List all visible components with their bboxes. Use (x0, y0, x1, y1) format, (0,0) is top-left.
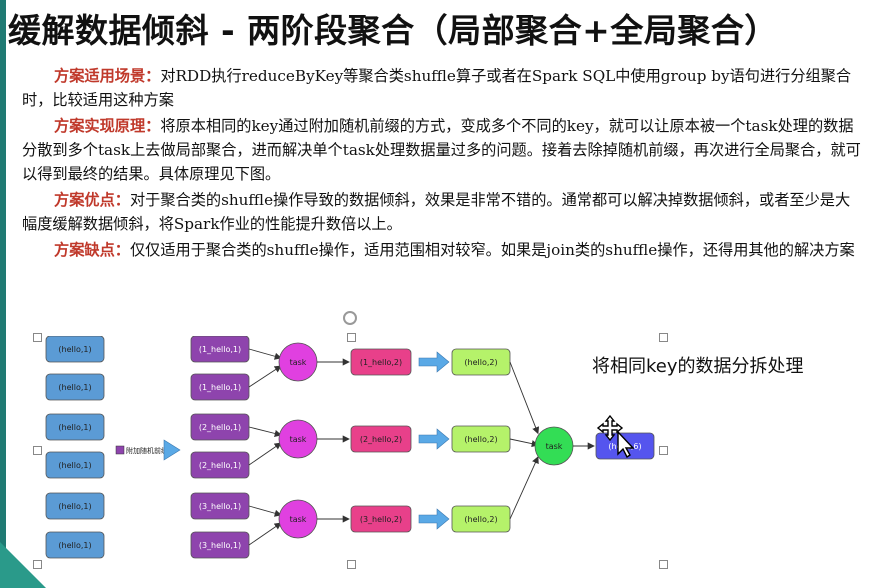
transform-arrow-icon (418, 351, 450, 373)
resize-handle-icon[interactable] (659, 446, 668, 455)
input-box (45, 451, 105, 479)
prefix-legend-swatch (115, 445, 125, 455)
flow-arrow (248, 365, 282, 388)
section-text: 将原本相同的key通过附加随机前缀的方式，变成多个不同的key，就可以让原本被一… (22, 117, 861, 183)
two-stage-aggregation-diagram[interactable]: (hello,1) (hello,1) (hello,1) (hello,1) (hel… (36, 336, 666, 566)
section-label: 方案实现原理： (54, 117, 161, 135)
transform-arrow-icon (418, 428, 450, 450)
resize-handle-icon[interactable] (347, 560, 356, 569)
prefixed-box-label: (1_hello,1) (199, 383, 241, 392)
move-cursor-icon (596, 414, 634, 458)
input-box-label: (hello,1) (58, 502, 91, 511)
slide-body: 方案适用场景：对RDD执行reduceByKey等聚合类shuffle算子或者在… (22, 64, 862, 262)
input-box-label: (hello,1) (58, 383, 91, 392)
prefix-label: 附加随机前缀 (126, 446, 168, 455)
flow-arrow (248, 505, 282, 517)
partial-aggregate-box-label: (2_hello,2) (360, 435, 402, 444)
partial-aggregate-box (350, 348, 412, 376)
prefixed-box-label: (3_hello,1) (199, 502, 241, 511)
section-principle: 方案实现原理：将原本相同的key通过附加随机前缀的方式，变成多个不同的key，就… (22, 114, 862, 186)
resize-handle-icon[interactable] (33, 333, 42, 342)
input-box (45, 413, 105, 441)
triangle-arrow-icon (163, 439, 181, 461)
resize-handle-icon[interactable] (659, 333, 668, 342)
section-label: 方案适用场景： (54, 67, 161, 85)
task-label: task (290, 515, 307, 524)
partial-aggregate-box (350, 505, 412, 533)
partial-aggregate-box-label: (3_hello,2) (360, 515, 402, 524)
section-scenario: 方案适用场景：对RDD执行reduceByKey等聚合类shuffle算子或者在… (22, 64, 862, 112)
section-cons: 方案缺点：仅仅适用于聚合类的shuffle操作，适用范围相对较窄。如果是join… (22, 238, 862, 262)
input-box (45, 373, 105, 401)
input-box (45, 492, 105, 520)
final-task-label: task (546, 442, 563, 451)
section-label: 方案优点： (54, 191, 130, 209)
stripped-key-box-label: (hello,2) (464, 358, 497, 367)
input-box-label: (hello,1) (58, 423, 91, 432)
prefixed-box-label: (2_hello,1) (199, 461, 241, 470)
flow-arrow (248, 426, 282, 437)
input-box (45, 336, 105, 363)
diagram-note: 将相同key的数据分拆处理 (592, 356, 804, 377)
section-text: 对于聚合类的shuffle操作导致的数据倾斜，效果是非常不错的。通常都可以解决掉… (22, 191, 851, 233)
section-pros: 方案优点：对于聚合类的shuffle操作导致的数据倾斜，效果是非常不错的。通常都… (22, 188, 862, 236)
prefixed-box-label: (3_hello,1) (199, 541, 241, 550)
section-text: 仅仅适用于聚合类的shuffle操作，适用范围相对较窄。如果是join类的shu… (129, 241, 855, 259)
section-text: 对RDD执行reduceByKey等聚合类shuffle算子或者在Spark S… (22, 67, 852, 109)
slide-title: 缓解数据倾斜 - 两阶段聚合（局部聚合+全局聚合） (8, 11, 778, 50)
flow-arrow (248, 442, 282, 466)
flow-arrow (248, 522, 282, 546)
prefixed-box-label: (2_hello,1) (199, 423, 241, 432)
input-box-label: (hello,1) (58, 345, 91, 354)
prefixed-box-label: (1_hello,1) (199, 345, 241, 354)
resize-handle-icon[interactable] (659, 560, 668, 569)
partial-aggregate-box-label: (1_hello,2) (360, 358, 402, 367)
flow-arrow (248, 348, 282, 360)
stripped-key-box-label: (hello,2) (464, 515, 497, 524)
resize-handle-icon[interactable] (347, 333, 356, 342)
flow-arrow (509, 438, 539, 448)
task-label: task (290, 435, 307, 444)
task-label: task (290, 358, 307, 367)
input-box (45, 531, 105, 559)
flow-arrow (509, 456, 539, 520)
input-box-label: (hello,1) (58, 541, 91, 550)
resize-handle-icon[interactable] (33, 560, 42, 569)
partial-aggregate-box (350, 425, 412, 453)
rotate-handle-icon[interactable] (343, 311, 357, 325)
stripped-key-box-label: (hello,2) (464, 435, 497, 444)
input-box-label: (hello,1) (58, 461, 91, 470)
section-label: 方案缺点： (54, 241, 130, 259)
resize-handle-icon[interactable] (33, 446, 42, 455)
flow-arrow (509, 361, 540, 435)
transform-arrow-icon (418, 508, 450, 530)
slide-accent-bar (0, 0, 6, 588)
